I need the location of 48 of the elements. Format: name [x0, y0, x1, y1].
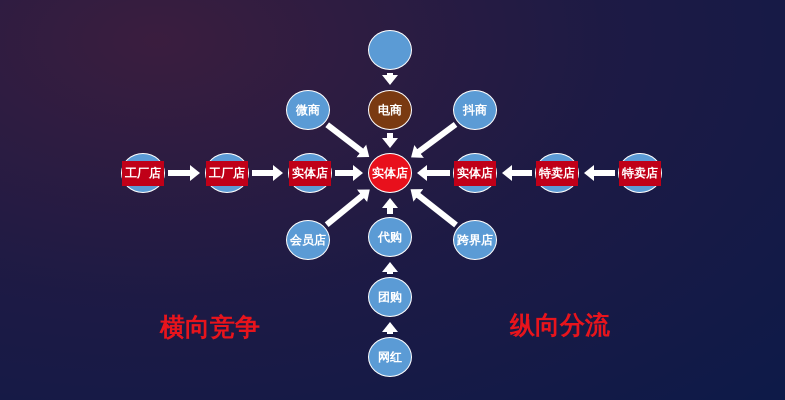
node-label: 网红: [378, 348, 402, 366]
node-tag-label: 特卖店: [619, 160, 661, 186]
ellipse-node: [453, 90, 497, 130]
section-heading: 纵向分流: [510, 310, 610, 342]
node-tag-label: 特卖店: [536, 160, 578, 186]
arrow: [417, 165, 450, 181]
arrow: [324, 190, 370, 228]
arrow: [382, 322, 398, 334]
arrow: [382, 198, 398, 214]
node-tag-label: 工厂店: [206, 160, 248, 186]
node-label: 实体店: [372, 164, 408, 182]
ellipse-node: [368, 337, 412, 377]
ellipse-node: [205, 153, 249, 193]
arrow: [252, 165, 283, 181]
ellipse-node: [286, 220, 330, 260]
ellipse-node: [453, 220, 497, 260]
node-tag-label: 实体店: [289, 160, 331, 186]
node-tag-label: 实体店: [454, 160, 496, 186]
arrow: [325, 122, 370, 158]
ellipse-node: [618, 153, 662, 193]
arrow: [502, 165, 532, 181]
ellipse-node: [535, 153, 579, 193]
arrow: [335, 165, 363, 181]
ellipse-node: [368, 153, 412, 193]
node-label: 电商: [378, 102, 402, 118]
ellipse-node: [368, 90, 412, 130]
ellipse-node: [288, 153, 332, 193]
ellipse-node: [368, 217, 412, 257]
arrow: [382, 133, 398, 148]
arrow: [584, 165, 615, 181]
node-label: 代购: [378, 228, 402, 246]
arrow: [382, 262, 398, 274]
node-label: 会员店: [290, 232, 326, 248]
node-label: 抖商: [463, 102, 487, 118]
node-label: 跨界店: [457, 232, 493, 248]
arrow: [382, 73, 398, 85]
ellipse-node: [286, 90, 330, 130]
ellipse-node: [368, 277, 412, 317]
arrow: [410, 189, 458, 228]
node-label: 微商: [296, 102, 320, 118]
section-heading: 横向竞争: [160, 312, 260, 344]
ellipse-node: [121, 153, 165, 193]
ellipse-node: [453, 153, 497, 193]
node-label: 团购: [378, 288, 402, 306]
arrow: [411, 122, 458, 158]
arrow: [168, 165, 200, 181]
node-tag-label: 工厂店: [122, 160, 164, 186]
empty-circle: [368, 30, 412, 70]
